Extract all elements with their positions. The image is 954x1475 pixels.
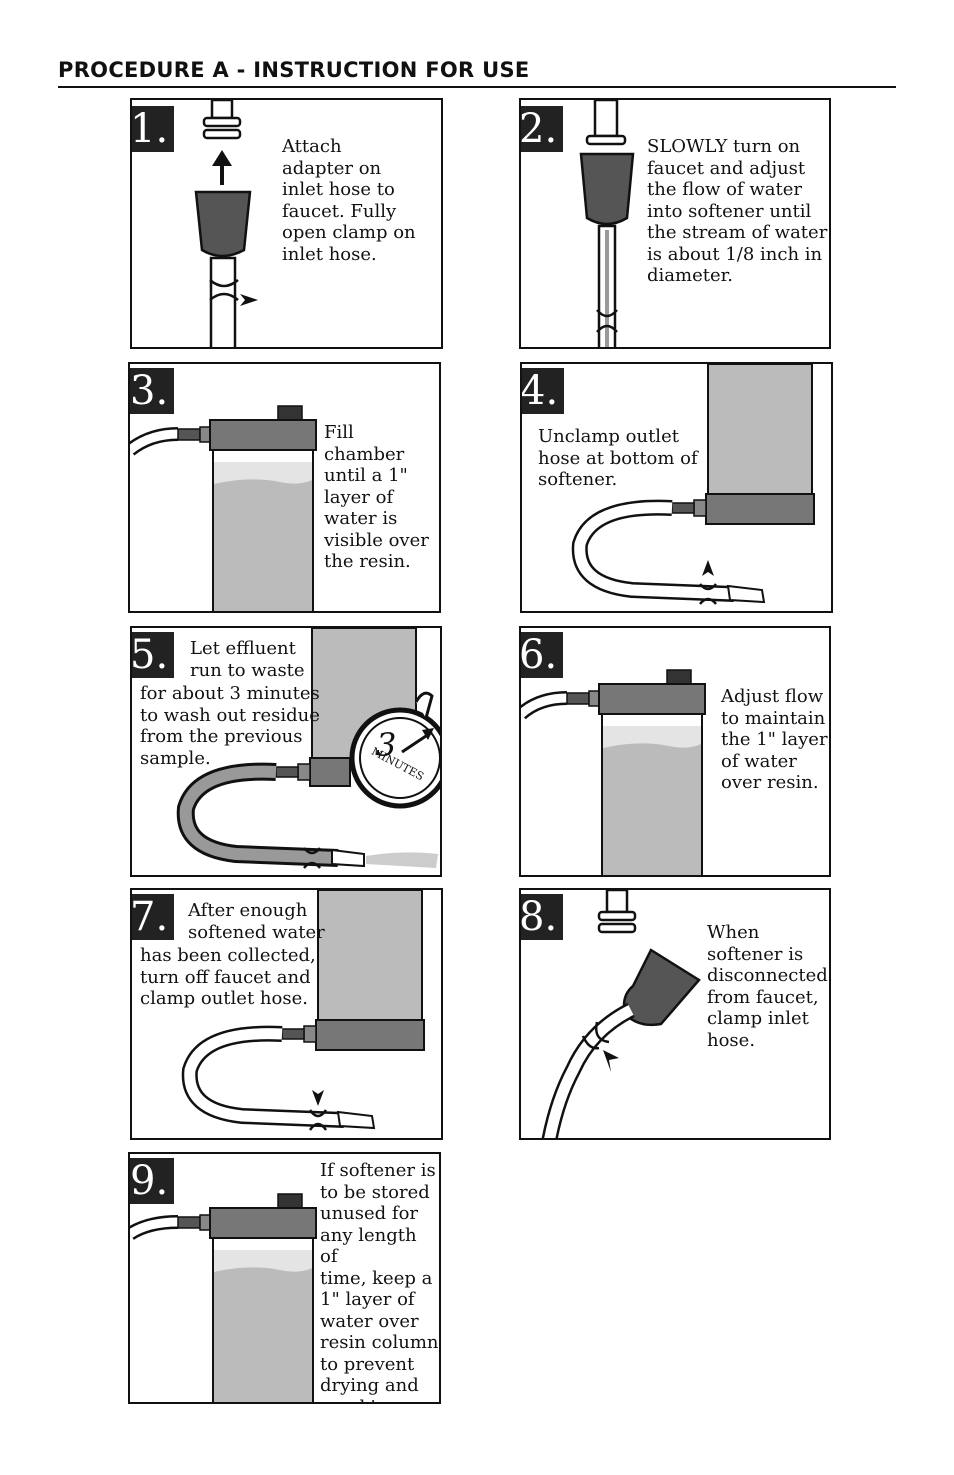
step-5-number: 5.	[132, 632, 175, 678]
step-6-illustration	[521, 669, 706, 875]
step-8-number: 8.	[521, 894, 564, 940]
step-3-panel: 3. Fill chamber until a 1" layer of wate…	[128, 362, 441, 613]
step-5-panel: 5. 3 MINUTES Let effluent run to waste f…	[130, 626, 442, 877]
title-divider	[58, 86, 896, 88]
step-3-number: 3.	[130, 368, 175, 414]
step-2-text: SLOWLY turn on faucet and adjust the flo…	[647, 136, 828, 286]
step-7-panel: 7. After enough softened water has been …	[130, 888, 443, 1140]
page-title: PROCEDURE A - INSTRUCTION FOR USE	[58, 58, 530, 82]
step-6-panel: 6. Adjust flow to maintain the 1" layer …	[519, 626, 831, 877]
step-7-number: 7.	[132, 894, 175, 940]
step-9-panel: 9. If softener is to be stored unused fo…	[128, 1152, 441, 1404]
step-9-illustration	[130, 1193, 317, 1402]
step-2-illustration	[579, 100, 635, 347]
step-9-text: If softener is to be stored unused for a…	[320, 1160, 439, 1402]
step-8-illustration	[541, 890, 701, 1138]
step-1-number: 1.	[132, 106, 175, 152]
step-3-text: Fill chamber until a 1" layer of water i…	[324, 422, 429, 572]
step-8-text: When softener is disconnected from fauce…	[707, 922, 828, 1051]
step-4-illustration	[571, 364, 815, 605]
step-5-illustration: 3 MINUTES	[176, 628, 440, 869]
step-7-text: After enough softened water	[188, 900, 325, 943]
step-2-number: 2.	[521, 106, 564, 152]
step-6-number: 6.	[521, 632, 564, 678]
step-3-illustration	[130, 405, 317, 611]
step-8-panel: 8. When softener is disconnected from fa…	[519, 888, 831, 1140]
step-6-text: Adjust flow to maintain the 1" layer of …	[721, 686, 828, 793]
step-9-number: 9.	[130, 1158, 175, 1204]
step-5-text: Let effluent run to waste	[190, 638, 305, 681]
step-1-illustration	[194, 100, 258, 347]
step-2-panel: 2. SLOWLY turn on faucet and adjust the …	[519, 98, 831, 349]
step-4-panel: 4. Unclamp outlet hose at bottom of soft…	[520, 362, 833, 613]
step-4-text: Unclamp outlet hose at bottom of softene…	[538, 426, 698, 490]
step-7-illustration	[181, 890, 425, 1131]
step-1-panel: 1. Attach adapter on inlet hose to fauce…	[130, 98, 443, 349]
step-1-text: Attach adapter on inlet hose to faucet. …	[282, 136, 416, 265]
step-7-text-continued: has been collected, turn off faucet and …	[140, 945, 316, 1009]
step-5-text-continued: for about 3 minutes to wash out residue …	[140, 683, 320, 769]
step-4-number: 4.	[522, 368, 565, 414]
timer-value: 3	[376, 726, 396, 764]
